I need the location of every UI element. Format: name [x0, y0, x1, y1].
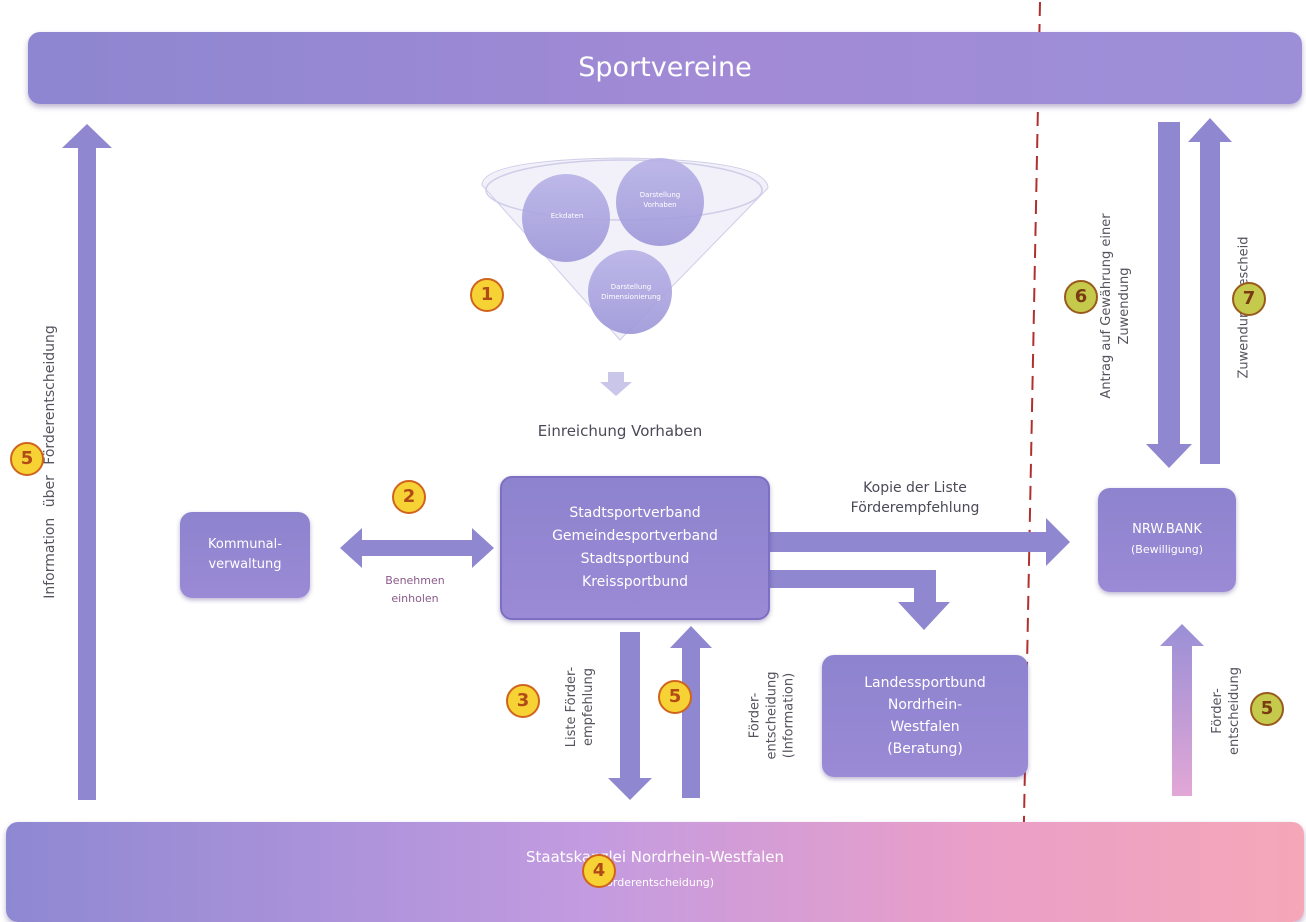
- stadt-line-1: Stadtsportverband: [569, 505, 701, 521]
- stadt-line-2: Gemeindesportverband: [552, 528, 718, 544]
- funnel-circle-eckdaten: [522, 174, 610, 262]
- foerder-right-line-1: Förder-: [1210, 688, 1225, 734]
- funnel-down-arrow: [600, 372, 632, 396]
- stadt-line-3: Stadtsportbund: [580, 551, 690, 567]
- benehmen-line-1: Benehmen: [385, 574, 445, 587]
- arrow-elbow-to-lsb: [770, 570, 950, 630]
- benehmen-label: Benehmen einholen: [360, 572, 470, 608]
- staatskanzlei-subtitle: (Förderentscheidung): [595, 876, 715, 889]
- arrow-to-nrw-bank: [770, 518, 1070, 566]
- staatskanzlei-bar: Staatskanzlei Nordrhein-Westfalen (Förde…: [6, 822, 1304, 922]
- badge-step-6: 6: [1064, 280, 1098, 314]
- badge-step-3: 3: [506, 684, 540, 718]
- arrow-antrag-down: [1146, 122, 1192, 468]
- foerder-info-line-3: (Information): [781, 672, 797, 759]
- badge-step-7: 7: [1232, 282, 1266, 316]
- arrow-double-kommunal-stadt: [340, 528, 494, 568]
- lsb-line-4: (Beratung): [887, 741, 963, 757]
- liste-line-1: Liste Förder-: [564, 666, 579, 748]
- kommunal-line-2: verwaltung: [208, 557, 282, 572]
- arrow-foerder-right-up: [1160, 624, 1204, 796]
- arrow-liste-down: [608, 632, 652, 800]
- antrag-line-2: Zuwendung: [1117, 267, 1132, 345]
- arrow-zuwendungsbescheid-up: [1188, 118, 1232, 464]
- lsb-line-3: Westfalen: [890, 719, 960, 735]
- antrag-line-1: Antrag auf Gewährung einer: [1099, 213, 1114, 399]
- funnel-label-darstellung-vorhaben: Darstellung Vorhaben: [639, 191, 681, 209]
- kommunalverwaltung-box: Kommunal- verwaltung: [180, 512, 310, 598]
- badge-step-4: 4: [582, 854, 616, 888]
- foerder-info-line-1: Förder-: [747, 692, 763, 739]
- lsb-line-1: Landessportbund: [864, 675, 986, 691]
- foerder-right-label: Förder- entscheidung: [1209, 651, 1243, 771]
- nrw-bank-subtitle: (Bewilligung): [1130, 543, 1204, 556]
- divider-dashed-line: [1021, 1, 1041, 921]
- nrw-bank-title: NRW.BANK: [1132, 522, 1202, 537]
- info-left-label: Information über Förderentscheidung: [42, 325, 58, 599]
- funnel-circle-darstellung-dimensionierung: [588, 250, 672, 334]
- arrow-left-up: [62, 124, 112, 800]
- landessportbund-box: Landessportbund Nordrhein- Westfalen (Be…: [822, 655, 1028, 777]
- badge-step-1: 1: [470, 278, 504, 312]
- foerder-right-line-2: entscheidung: [1227, 666, 1242, 756]
- badge-step-5-right: 5: [1250, 692, 1284, 726]
- kopie-label: Kopie der Liste Förderempfehlung: [790, 478, 1040, 518]
- kopie-line-1: Kopie der Liste: [863, 480, 967, 496]
- liste-line-2: empfehlung: [581, 667, 596, 747]
- funnel-circle-darstellung-vorhaben: [616, 158, 704, 246]
- einreichung-label: Einreichung Vorhaben: [537, 422, 703, 440]
- stadtsportverband-box: Stadtsportverband Gemeindesportverband S…: [500, 476, 770, 620]
- foerder-info-line-2: entscheidung: [764, 671, 780, 760]
- sportvereine-bar: Sportvereine: [28, 32, 1302, 104]
- stadt-line-4: Kreissportbund: [582, 574, 688, 590]
- nrw-bank-box: NRW.BANK (Bewilligung): [1098, 488, 1236, 592]
- funnel-graphic: [481, 157, 769, 396]
- kopie-line-2: Förderempfehlung: [850, 500, 980, 516]
- badge-step-2: 2: [392, 480, 426, 514]
- liste-label: Liste Förder- empfehlung: [563, 647, 597, 767]
- benehmen-line-2: einholen: [391, 592, 439, 605]
- kommunal-line-1: Kommunal-: [208, 537, 282, 552]
- funnel-label-eckdaten: Eckdaten: [550, 212, 584, 220]
- antrag-label: Antrag auf Gewährung einer Zuwendung: [1098, 176, 1134, 436]
- funnel-label-darstellung-dimensionierung: Darstellung Dimensionierung: [601, 283, 661, 301]
- badge-step-5-left: 5: [10, 442, 44, 476]
- foerder-info-label: Förder- entscheidung (Information): [747, 646, 798, 786]
- staatskanzlei-title: Staatskanzlei Nordrhein-Westfalen: [525, 848, 784, 866]
- arrow-foerder-info-up: [670, 626, 712, 798]
- badge-step-5-mid: 5: [658, 680, 692, 714]
- lsb-line-2: Nordrhein-: [887, 697, 963, 713]
- sportvereine-label: Sportvereine: [578, 52, 752, 83]
